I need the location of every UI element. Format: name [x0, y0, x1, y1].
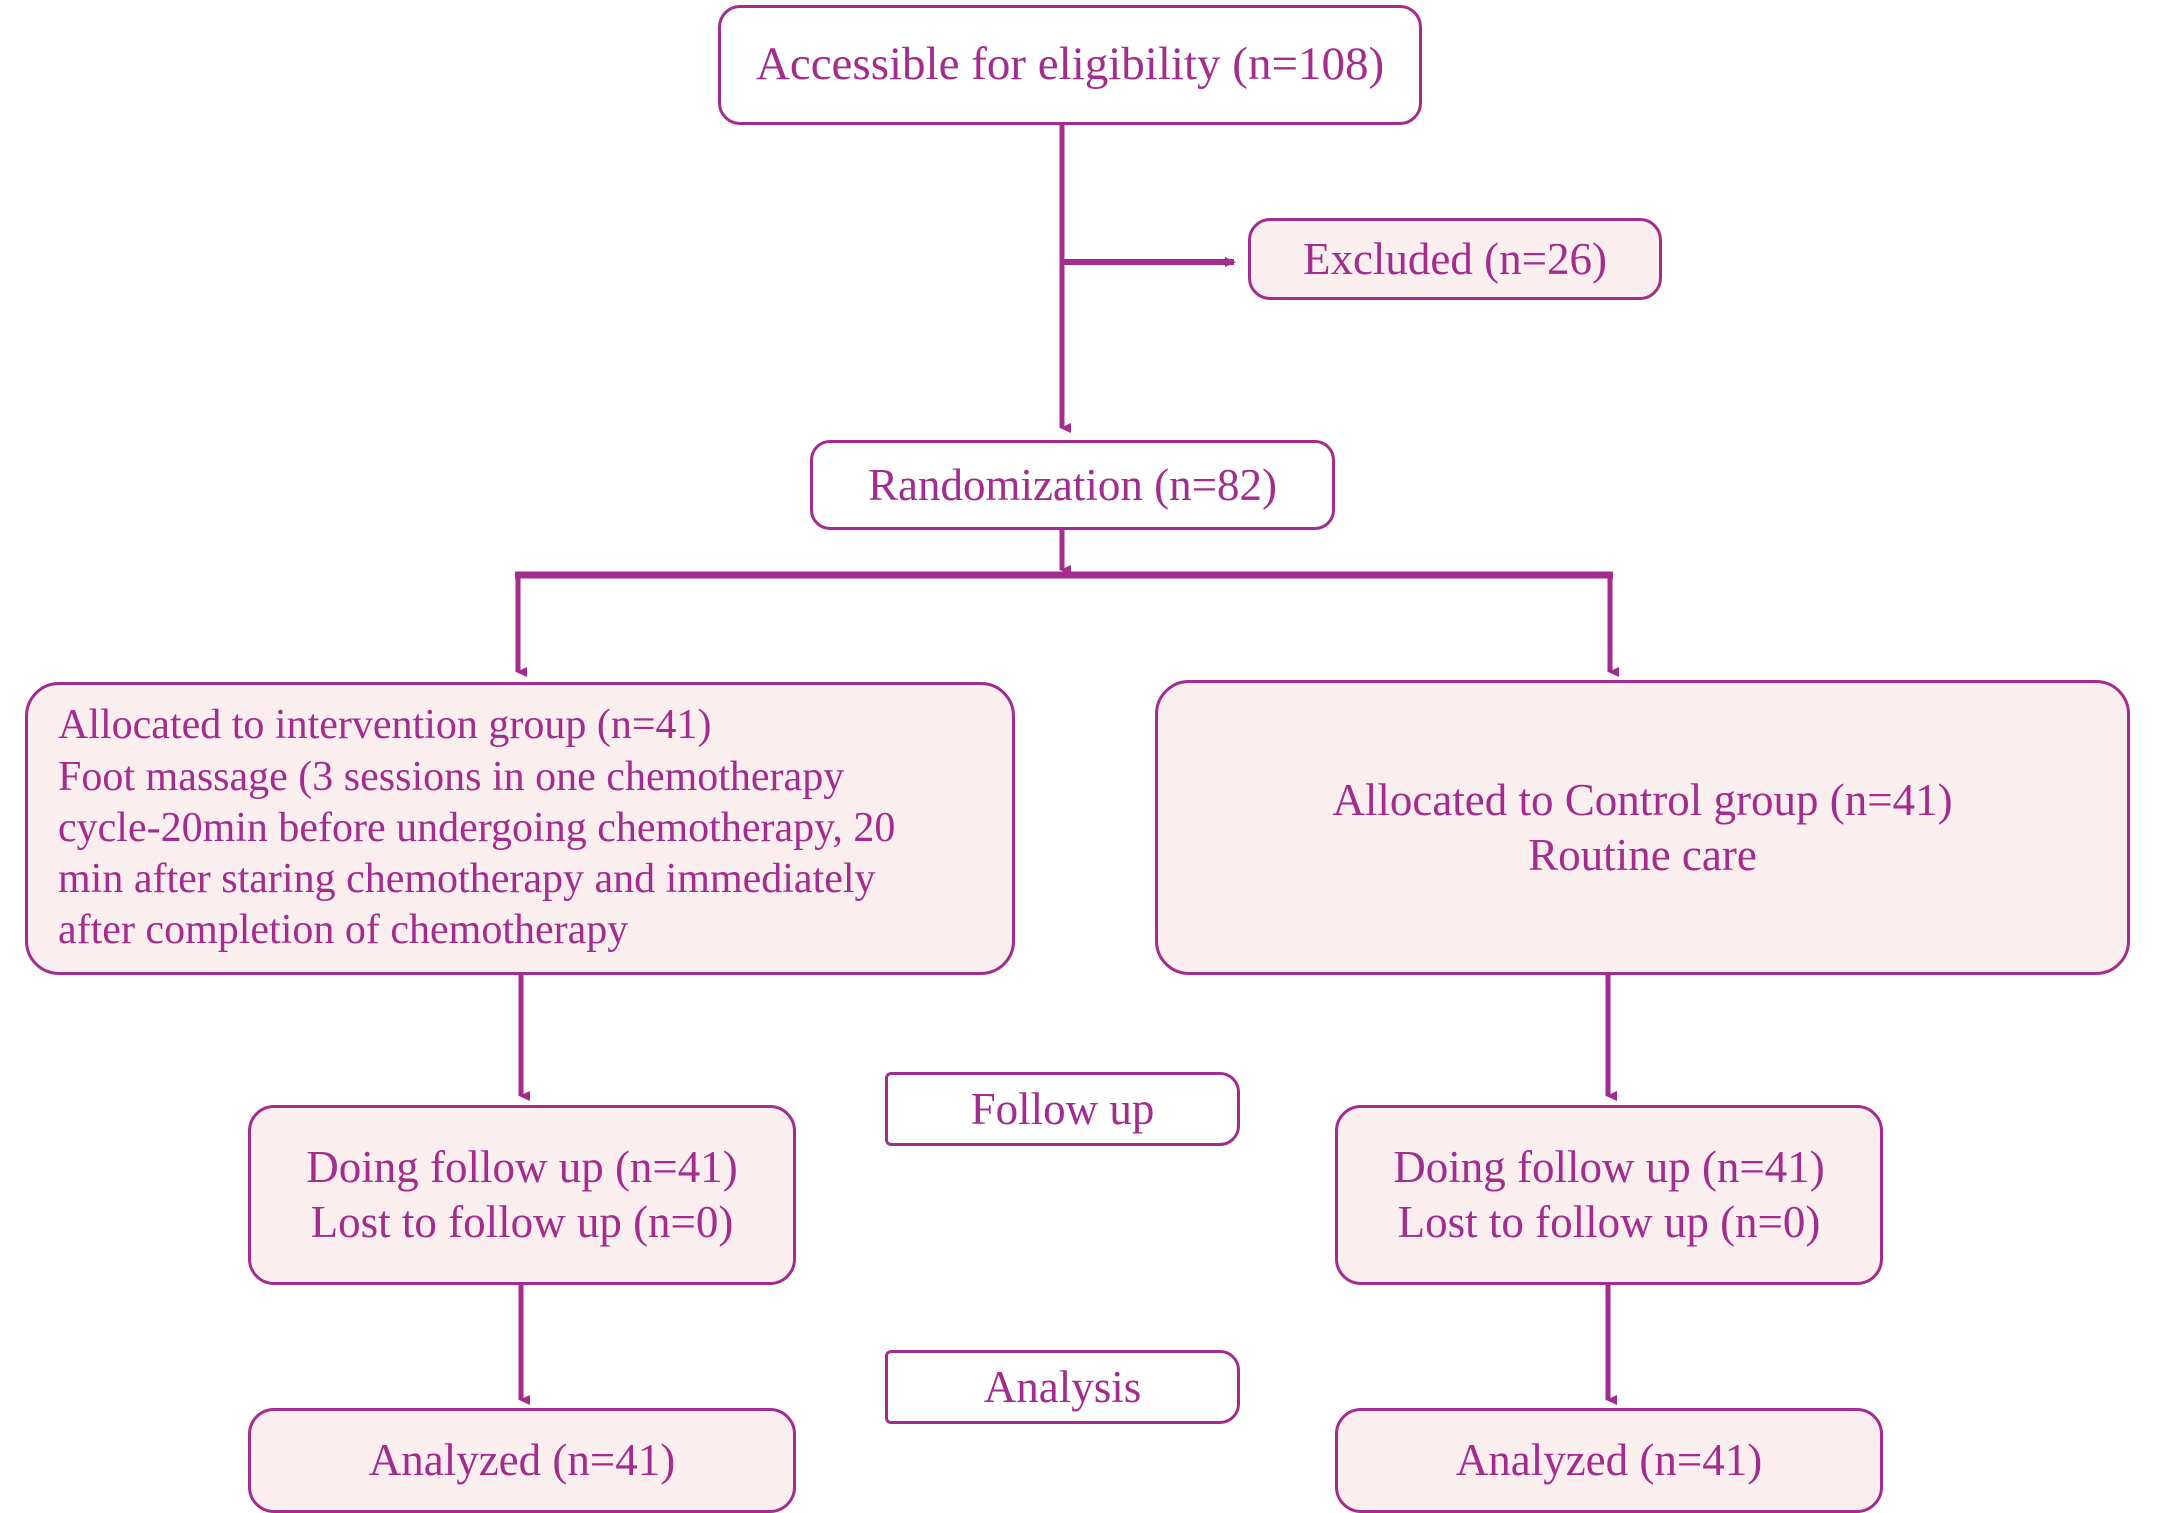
node-control-label: Allocated to Control group (n=41) Routin… [1332, 774, 1953, 880]
node-accessible-label: Accessible for eligibility (n=108) [755, 38, 1385, 91]
node-intervention-group: Allocated to intervention group (n=41) F… [25, 682, 1015, 975]
node-intervention-follow-up-label: Doing follow up (n=41) Lost to follow up… [306, 1142, 738, 1247]
node-excluded: Excluded (n=26) [1248, 218, 1662, 300]
node-accessible-for-eligibility: Accessible for eligibility (n=108) [718, 5, 1422, 125]
node-control-analyzed: Analyzed (n=41) [1335, 1408, 1883, 1513]
node-randomization-label: Randomization (n=82) [867, 459, 1278, 510]
node-intervention-label: Allocated to intervention group (n=41) F… [58, 702, 896, 954]
node-control-follow-up: Doing follow up (n=41) Lost to follow up… [1335, 1105, 1883, 1285]
node-control-follow-up-label: Doing follow up (n=41) Lost to follow up… [1393, 1142, 1825, 1247]
node-intervention-analyzed: Analyzed (n=41) [248, 1408, 796, 1513]
node-excluded-label: Excluded (n=26) [1302, 233, 1608, 284]
stage-label-follow-up-text: Follow up [970, 1083, 1155, 1134]
node-intervention-analyzed-label: Analyzed (n=41) [368, 1435, 676, 1486]
node-control-group: Allocated to Control group (n=41) Routin… [1155, 680, 2130, 975]
node-intervention-follow-up: Doing follow up (n=41) Lost to follow up… [248, 1105, 796, 1285]
stage-label-analysis-text: Analysis [983, 1361, 1142, 1412]
stage-label-analysis: Analysis [885, 1350, 1240, 1424]
stage-label-follow-up: Follow up [885, 1072, 1240, 1146]
node-control-analyzed-label: Analyzed (n=41) [1455, 1435, 1763, 1486]
node-randomization: Randomization (n=82) [810, 440, 1335, 530]
